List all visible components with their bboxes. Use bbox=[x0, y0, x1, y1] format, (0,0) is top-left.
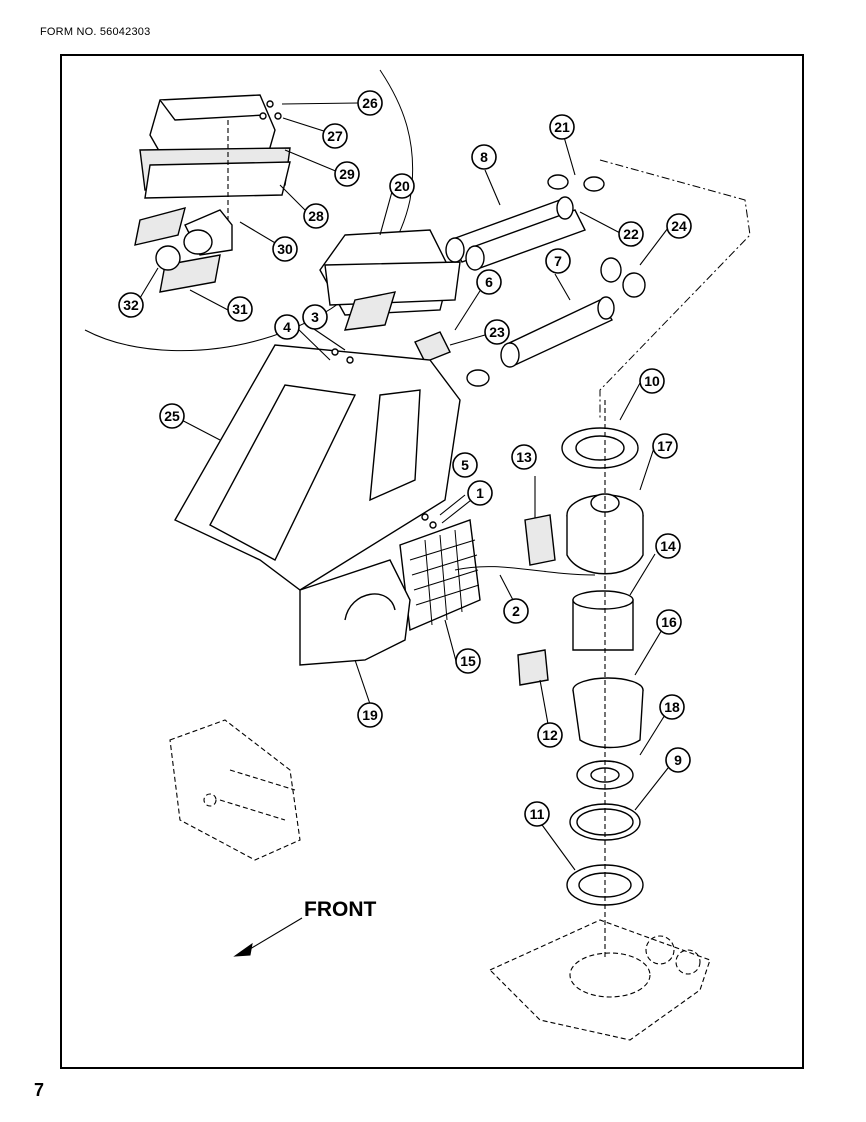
clamps-21 bbox=[547, 174, 605, 192]
callout-4: 4 bbox=[274, 314, 300, 340]
callout-label: 2 bbox=[512, 603, 520, 619]
callout-label: 10 bbox=[644, 373, 660, 389]
assembly-link-line bbox=[599, 159, 751, 420]
callout-32: 32 bbox=[118, 292, 144, 318]
callout-label: 30 bbox=[277, 241, 293, 257]
callout-label: 27 bbox=[327, 128, 343, 144]
callout-label: 12 bbox=[542, 727, 558, 743]
callout-label: 13 bbox=[516, 449, 532, 465]
callout-28: 28 bbox=[303, 203, 329, 229]
callout-label: 22 bbox=[623, 226, 639, 242]
hose-7 bbox=[500, 296, 615, 368]
callout-19: 19 bbox=[357, 702, 383, 728]
callout-20: 20 bbox=[389, 173, 415, 199]
callout-5: 5 bbox=[452, 452, 478, 478]
callout-25: 25 bbox=[159, 403, 185, 429]
callout-label: 23 bbox=[489, 324, 505, 340]
callout-label: 4 bbox=[283, 319, 291, 335]
callout-27: 27 bbox=[322, 123, 348, 149]
connector-23 bbox=[414, 331, 451, 363]
reference-housing-dashed bbox=[169, 719, 301, 861]
callout-24: 24 bbox=[666, 213, 692, 239]
callout-label: 26 bbox=[362, 95, 378, 111]
callout-label: 8 bbox=[480, 149, 488, 165]
front-label: FRONT bbox=[304, 898, 376, 921]
gasket-28 bbox=[144, 161, 291, 199]
callout-label: 1 bbox=[476, 485, 484, 501]
wiring-2 bbox=[454, 566, 596, 576]
page-number: 7 bbox=[34, 1080, 45, 1100]
callout-label: 29 bbox=[339, 166, 355, 182]
callout-21: 21 bbox=[549, 114, 575, 140]
inset-fitting-30 bbox=[183, 209, 233, 256]
callout-label: 17 bbox=[657, 438, 673, 454]
callout-22: 22 bbox=[618, 221, 644, 247]
base-plate-dashed bbox=[489, 919, 711, 1041]
callout-29: 29 bbox=[334, 161, 360, 187]
callout-31: 31 bbox=[227, 296, 253, 322]
callout-8: 8 bbox=[471, 144, 497, 170]
bracket-19 bbox=[299, 559, 411, 666]
callout-label: 18 bbox=[664, 699, 680, 715]
callout-3: 3 bbox=[302, 304, 328, 330]
main-housing-25 bbox=[174, 344, 461, 591]
callout-7: 7 bbox=[545, 248, 571, 274]
ring-10 bbox=[561, 427, 639, 469]
callout-23: 23 bbox=[484, 319, 510, 345]
sleeve-16 bbox=[572, 677, 644, 749]
small-screws bbox=[331, 348, 437, 529]
callout-label: 11 bbox=[530, 806, 545, 822]
filter-under-cover bbox=[343, 291, 397, 331]
callout-label: 21 bbox=[554, 119, 570, 135]
callout-label: 20 bbox=[394, 178, 410, 194]
caps-24 bbox=[600, 257, 646, 298]
callout-label: 5 bbox=[461, 457, 469, 473]
callout-18: 18 bbox=[659, 694, 685, 720]
housing-cover-20 bbox=[319, 229, 461, 316]
clamp-lower bbox=[466, 369, 490, 387]
callout-label: 7 bbox=[554, 253, 562, 269]
callout-13: 13 bbox=[511, 444, 537, 470]
callout-16: 16 bbox=[656, 609, 682, 635]
callout-label: 28 bbox=[308, 208, 324, 224]
callout-30: 30 bbox=[272, 236, 298, 262]
callout-label: 24 bbox=[671, 218, 687, 234]
callout-10: 10 bbox=[639, 368, 665, 394]
callout-label: 25 bbox=[164, 408, 180, 424]
callout-6: 6 bbox=[476, 269, 502, 295]
callout-26: 26 bbox=[357, 90, 383, 116]
callout-2: 2 bbox=[503, 598, 529, 624]
hose-8 bbox=[445, 196, 586, 271]
cylinder-14 bbox=[572, 590, 634, 651]
gasket-9 bbox=[569, 803, 641, 841]
diagram-frame bbox=[60, 54, 804, 1069]
callout-label: 14 bbox=[660, 538, 676, 554]
callout-1: 1 bbox=[467, 480, 493, 506]
block-12 bbox=[517, 649, 549, 686]
callout-label: 9 bbox=[674, 752, 682, 768]
filter-upper bbox=[134, 207, 186, 246]
callout-label: 6 bbox=[485, 274, 493, 290]
block-13 bbox=[524, 514, 556, 566]
callout-label: 19 bbox=[362, 707, 378, 723]
callout-label: 31 bbox=[232, 301, 248, 317]
callout-17: 17 bbox=[652, 433, 678, 459]
callout-label: 16 bbox=[661, 614, 677, 630]
front-arrow bbox=[233, 917, 303, 957]
callout-label: 32 bbox=[123, 297, 139, 313]
grid-plate-15 bbox=[399, 519, 481, 632]
ball-32 bbox=[155, 245, 181, 271]
callout-12: 12 bbox=[537, 722, 563, 748]
callout-label: 3 bbox=[311, 309, 319, 325]
callout-label: 15 bbox=[460, 653, 476, 669]
callout-11: 11 bbox=[524, 801, 550, 827]
form-number: FORM NO. 56042303 bbox=[40, 26, 151, 38]
callout-14: 14 bbox=[655, 533, 681, 559]
callout-15: 15 bbox=[455, 648, 481, 674]
callout-9: 9 bbox=[665, 747, 691, 773]
screws-26-27 bbox=[259, 100, 282, 120]
